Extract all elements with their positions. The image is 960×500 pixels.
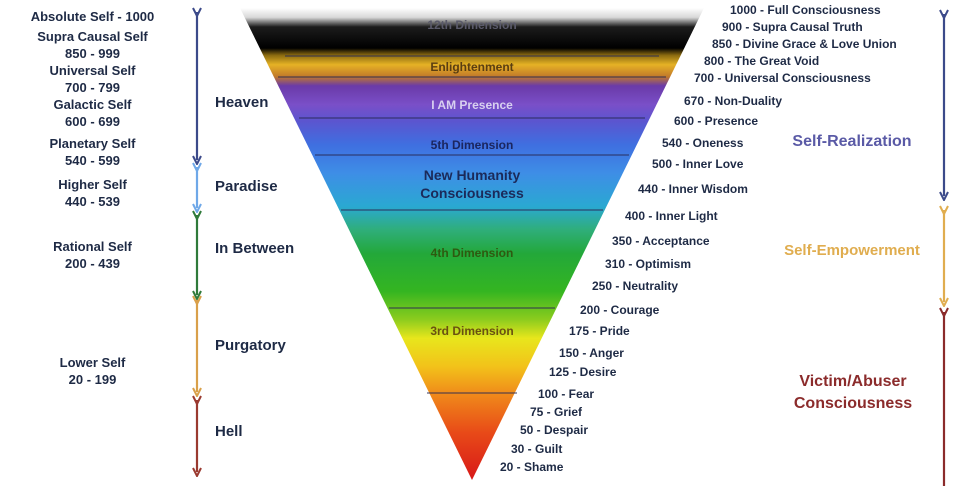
level-label: 500 - Inner Love: [652, 157, 744, 171]
category-self-realization: Self-Realization: [792, 133, 912, 150]
band-4th-dimension: 4th Dimension: [430, 246, 514, 260]
level-label: 200 - Courage: [580, 303, 660, 317]
level-label: 50 - Despair: [520, 423, 589, 437]
band-i-am-presence: I AM Presence: [431, 98, 513, 112]
level-label: 670 - Non-Duality: [684, 94, 783, 108]
level-label: 800 - The Great Void: [704, 54, 820, 68]
realm-purgatory: Purgatory: [215, 337, 286, 354]
level-label: 100 - Fear: [538, 387, 595, 401]
level-label: 900 - Supra Causal Truth: [722, 20, 863, 34]
level-label: 30 - Guilt: [511, 442, 563, 456]
level-label: 250 - Neutrality: [592, 279, 679, 293]
band-3rd-dimension: 3rd Dimension: [430, 324, 514, 338]
level-label: 440 - Inner Wisdom: [638, 182, 748, 196]
realm-hell: Hell: [215, 423, 243, 440]
realm-heaven: Heaven: [215, 94, 269, 111]
level-label: 175 - Pride: [569, 324, 630, 338]
level-label: 75 - Grief: [530, 405, 583, 419]
realm-paradise: Paradise: [215, 178, 278, 195]
level-label: 540 - Oneness: [662, 136, 744, 150]
level-label: 600 - Presence: [674, 114, 759, 128]
level-label: 125 - Desire: [549, 365, 617, 379]
band-enlightenment: Enlightenment: [430, 60, 514, 74]
level-label: 850 - Divine Grace & Love Union: [712, 37, 897, 51]
self-label-absolute: Absolute Self - 1000: [30, 9, 155, 24]
level-label: 700 - Universal Consciousness: [694, 71, 871, 85]
level-label: 310 - Optimism: [605, 257, 692, 271]
realm-in-between: In Between: [215, 240, 295, 257]
category-self-empowerment: Self-Empowerment: [784, 242, 920, 259]
level-label: 1000 - Full Consciousness: [730, 3, 881, 17]
level-label: 20 - Shame: [500, 460, 564, 474]
band-12th-dimension: 12th Dimension: [427, 18, 517, 32]
level-label: 150 - Anger: [559, 346, 624, 360]
band-5th-dimension: 5th Dimension: [430, 138, 514, 152]
level-label: 350 - Acceptance: [612, 234, 710, 248]
level-label: 400 - Inner Light: [625, 209, 718, 223]
